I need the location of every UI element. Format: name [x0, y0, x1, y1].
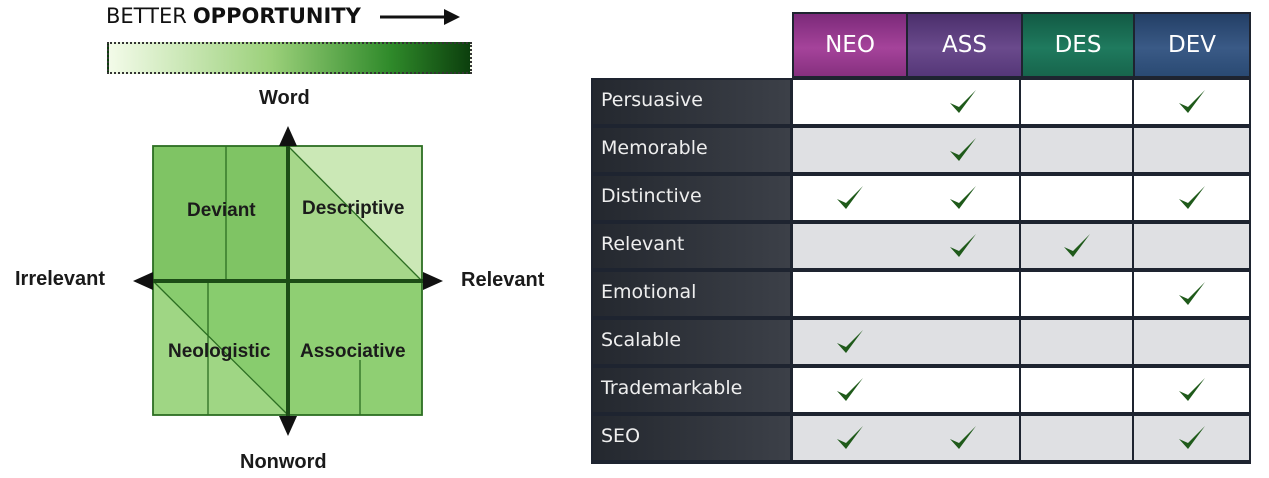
table-cell-dev: [1134, 128, 1249, 172]
quadrant-label-deviant: Deviant: [187, 200, 256, 221]
column-header-des: DES: [1021, 12, 1135, 78]
checkmark-icon: [1063, 234, 1090, 257]
quadrant-label-associative: Associative: [300, 341, 406, 362]
table-cell-neo: [793, 128, 907, 172]
table-cell-dev: [1134, 80, 1249, 124]
table-cell-ass: [907, 368, 1019, 412]
table-cell-ass: [907, 80, 1019, 124]
table-cell-des: [1021, 416, 1132, 460]
column-header-neo: NEO: [792, 12, 908, 78]
row-label: Memorable: [593, 128, 790, 172]
table-cell-des: [1021, 224, 1132, 268]
checkmark-icon: [950, 90, 976, 113]
table-cell-ass: [907, 176, 1019, 220]
arrow-right-icon: [380, 9, 460, 25]
row-label: Emotional: [593, 272, 790, 316]
axis-label-word: Word: [259, 87, 310, 109]
checkmark-icon: [1178, 186, 1205, 209]
table-cell-dev: [1134, 272, 1249, 316]
table-cell-dev: [1134, 224, 1249, 268]
legend-emphasis: OPPORTUNITY: [192, 4, 361, 28]
checkmark-icon: [837, 330, 863, 353]
opportunity-gradient-bar: [107, 42, 472, 74]
table-cell-neo: [793, 80, 907, 124]
arrow-right-icon: [423, 272, 443, 290]
checkmark-icon: [1178, 90, 1205, 113]
row-label: SEO: [593, 416, 790, 460]
table-cell-ass: [907, 320, 1019, 364]
checkmark-icon: [950, 186, 976, 209]
legend-prefix: BETTER: [106, 4, 187, 28]
table-cell-neo: [793, 272, 907, 316]
axis-label-relevant: Relevant: [461, 269, 545, 291]
arrow-down-icon: [279, 416, 297, 436]
table-cell-neo: [793, 176, 907, 220]
table-cell-des: [1021, 272, 1132, 316]
table-cell-dev: [1134, 176, 1249, 220]
table-cell-des: [1021, 128, 1132, 172]
quadrant-top-left: [153, 146, 288, 281]
row-label: Relevant: [593, 224, 790, 268]
table-cell-neo: [793, 224, 907, 268]
table-cell-neo: [793, 368, 907, 412]
checkmark-icon: [1178, 282, 1205, 305]
table-cell-neo: [793, 416, 907, 460]
row-label: Scalable: [593, 320, 790, 364]
checkmark-icon: [1178, 378, 1205, 401]
table-cell-des: [1021, 80, 1132, 124]
checkmark-icon: [837, 186, 863, 209]
checkmark-icon: [1178, 426, 1205, 449]
axis-label-nonword: Nonword: [240, 451, 327, 473]
quadrant-diagram: [133, 126, 443, 436]
quadrant-label-descriptive: Descriptive: [302, 198, 405, 219]
table-cell-dev: [1134, 368, 1249, 412]
legend-title: BETTER OPPORTUNITY: [106, 4, 361, 28]
table-cell-ass: [907, 272, 1019, 316]
checkmark-icon: [837, 378, 863, 401]
checkmark-icon: [837, 426, 863, 449]
table-cell-dev: [1134, 320, 1249, 364]
row-label: Persuasive: [593, 80, 790, 124]
table-cell-des: [1021, 176, 1132, 220]
arrow-left-icon: [133, 272, 153, 290]
axis-label-irrelevant: Irrelevant: [15, 268, 106, 290]
arrow-up-icon: [279, 126, 297, 146]
table-cell-ass: [907, 224, 1019, 268]
table-cell-dev: [1134, 416, 1249, 460]
quadrant-label-neologistic: Neologistic: [168, 341, 271, 362]
row-label: Distinctive: [593, 176, 790, 220]
table-cell-ass: [907, 128, 1019, 172]
checkmark-icon: [950, 426, 976, 449]
table-cell-neo: [793, 320, 907, 364]
checkmark-icon: [950, 234, 976, 257]
column-header-dev: DEV: [1133, 12, 1251, 78]
table-cell-ass: [907, 416, 1019, 460]
table-cell-des: [1021, 320, 1132, 364]
table-cell-des: [1021, 368, 1132, 412]
quadrant-bottom-right: [288, 281, 422, 415]
row-label: Trademarkable: [593, 368, 790, 412]
column-header-ass: ASS: [906, 12, 1023, 78]
checkmark-icon: [950, 138, 976, 161]
